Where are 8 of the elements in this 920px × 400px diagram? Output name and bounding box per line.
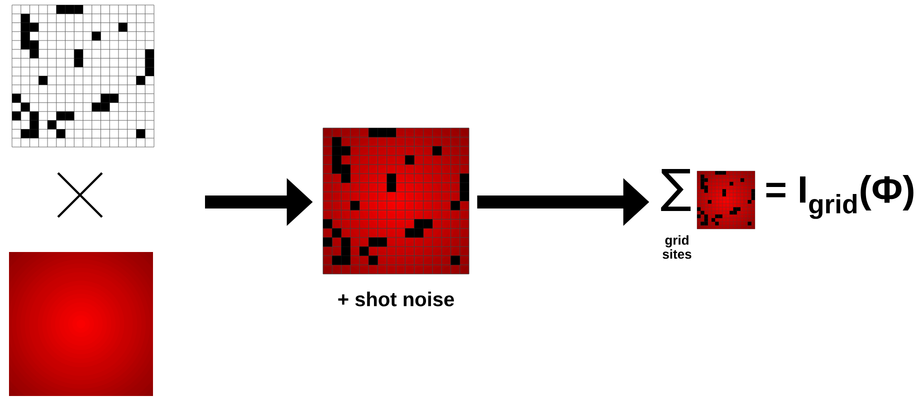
formula-text: = I$_{grid}$(Φ) — [766, 175, 914, 219]
sum-symbol: ∑ — [661, 169, 691, 211]
node-label: + shot noise — [338, 292, 454, 306]
picture — [9, 252, 153, 396]
picture — [322, 128, 470, 274]
picture — [12, 4, 154, 148]
sum-index: grid sites — [662, 235, 692, 259]
picture — [696, 170, 756, 230]
